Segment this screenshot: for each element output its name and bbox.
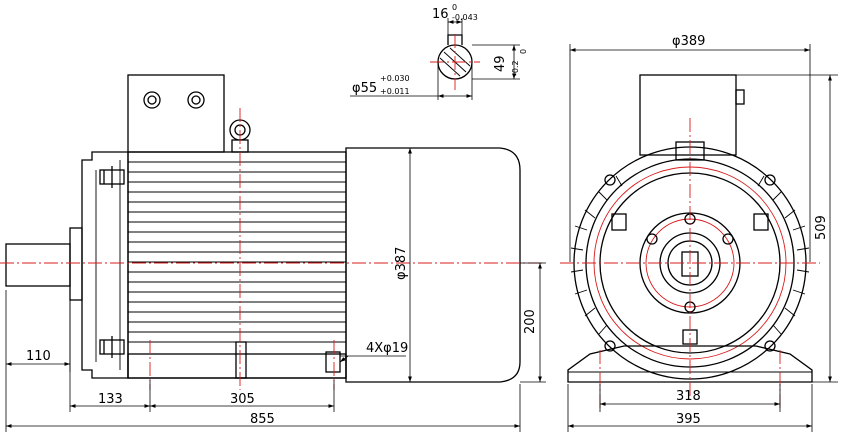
dim-key-depth-tol: -0.2	[511, 60, 520, 76]
front-terminal-box	[639, 74, 737, 156]
front-base	[567, 345, 813, 383]
dim-shaft-dia-tol-lower: +0.011	[380, 87, 410, 96]
side-dimensions: 110 133 305 855 φ387 200 4Xφ19	[5, 147, 546, 432]
side-view	[0, 74, 545, 390]
stator-frame	[127, 151, 347, 379]
dim-foot-offset: 133	[98, 392, 123, 407]
dim-overall-width: φ389	[672, 34, 705, 49]
terminal-box	[127, 74, 225, 153]
front-dimensions: φ389 509 318 395	[567, 34, 838, 432]
dim-shaft-dia: φ55	[352, 81, 377, 96]
end-shield-bolt-top	[99, 166, 125, 188]
dim-overall-length: 855	[250, 412, 275, 427]
bearing-cap	[69, 227, 83, 301]
dim-key-depth-tol-upper: 0	[519, 49, 528, 54]
cooling-fins	[128, 161, 346, 343]
shaft-key-section: 16 0 -0.043 49 -0.2 0 φ55 +0.030 +0.011	[350, 3, 528, 100]
dim-key-width: 16	[432, 7, 449, 22]
dim-shaft-height: 200	[523, 309, 538, 334]
dim-key-width-tol-upper: 0	[452, 3, 457, 12]
dim-overall-height: 509	[814, 215, 829, 240]
dim-key-depth: 49	[493, 55, 508, 72]
dim-shaft-dia-tol-upper: +0.030	[380, 74, 410, 83]
dim-foot-spacing-side: 305	[230, 392, 255, 407]
dim-frame-dia: φ387	[394, 247, 409, 280]
dim-shaft-ext: 110	[26, 349, 51, 364]
shaft	[5, 243, 71, 287]
dim-foot-spacing-front: 318	[676, 389, 701, 404]
end-shield-bolt-bottom	[99, 336, 125, 358]
side-foot	[127, 353, 347, 379]
front-fins	[570, 175, 810, 335]
end-shield	[81, 151, 129, 379]
dim-foot-holes: 4Xφ19	[366, 341, 408, 356]
fan-cover	[345, 147, 521, 383]
front-view	[560, 74, 820, 408]
dim-key-width-tol-lower: -0.043	[452, 13, 478, 22]
dim-base-width: 395	[676, 412, 701, 427]
